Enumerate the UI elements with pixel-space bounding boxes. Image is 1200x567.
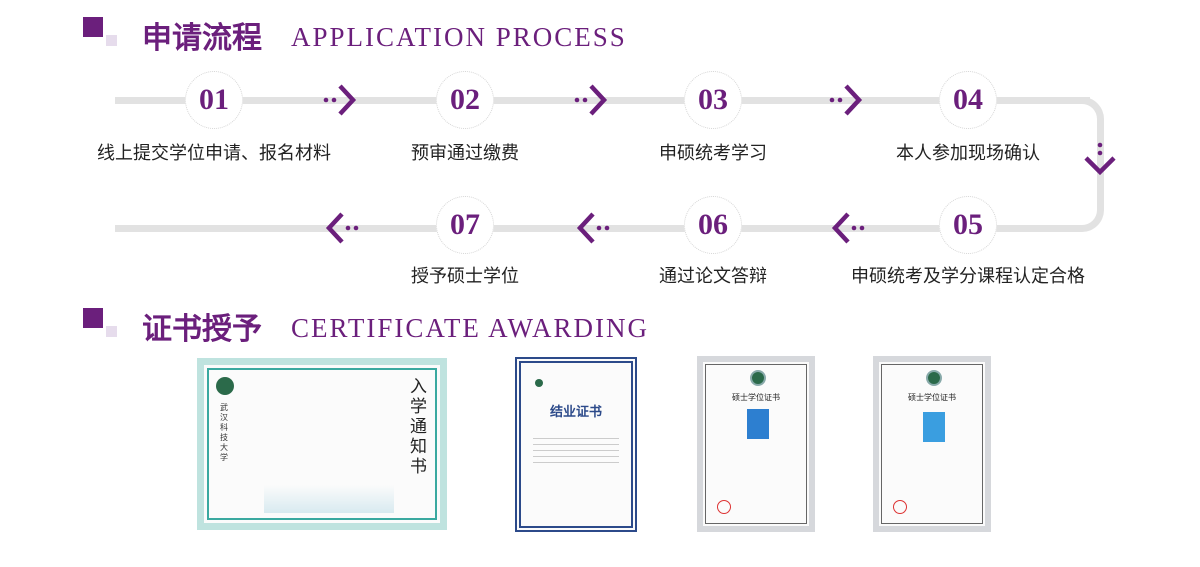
step-label-01: 线上提交学位申请、报名材料 (97, 143, 331, 164)
section-title-cn: 申请流程 (142, 21, 262, 56)
header-square-small-icon (106, 35, 117, 46)
section-title-en: CERTIFICATE AWARDING (291, 313, 649, 343)
arrow-right-icon (829, 84, 863, 116)
header-square-icon (83, 308, 103, 328)
header-square-icon (83, 17, 103, 37)
step-circle-03: 03 (684, 71, 742, 129)
arrow-right-icon (323, 84, 357, 116)
arrow-down-icon (1084, 142, 1116, 176)
step-circle-01: 01 (185, 71, 243, 129)
school-logo-icon (535, 379, 543, 387)
photo (923, 412, 945, 442)
step-label-05: 申硕统考及学分课程认定合格 (851, 266, 1085, 287)
seal-icon (717, 500, 731, 514)
certificate-title: 硕士学位证书 (908, 393, 956, 402)
arrow-left-icon (325, 212, 359, 244)
school-logo-icon (750, 370, 766, 386)
step-label-07: 授予硕士学位 (411, 266, 519, 287)
school-logo-icon (926, 370, 942, 386)
arrow-right-icon (574, 84, 608, 116)
section-title-en: APPLICATION PROCESS (291, 22, 627, 52)
flow-line-curve (1060, 97, 1104, 232)
certificate-masters-degree: 硕士学位证书 (873, 356, 991, 532)
certificate-masters-degree: 硕士学位证书 (697, 356, 815, 532)
arrow-left-icon (831, 212, 865, 244)
certificate-school: 武汉科技大学 (220, 403, 228, 462)
school-logo-icon (216, 377, 234, 395)
step-label-02: 预审通过缴费 (411, 143, 519, 164)
step-circle-05: 05 (939, 196, 997, 254)
step-circle-02: 02 (436, 71, 494, 129)
step-label-06: 通过论文答辩 (659, 266, 767, 287)
certificate-title: 结业证书 (549, 405, 602, 420)
certificate-title: 硕士学位证书 (732, 393, 780, 402)
seal-icon (893, 500, 907, 514)
header-square-small-icon (106, 326, 117, 337)
section-title-cn: 证书授予 (142, 312, 262, 347)
step-circle-06: 06 (684, 196, 742, 254)
certificate-text-lines (533, 433, 619, 463)
skyline-illustration (264, 485, 394, 513)
step-label-04: 本人参加现场确认 (896, 143, 1040, 164)
flow-line-bottom (115, 225, 1075, 232)
step-circle-04: 04 (939, 71, 997, 129)
step-circle-07: 07 (436, 196, 494, 254)
certificate-completion: 结业证书 (515, 357, 637, 532)
certificate-admission-notice: 入学通知书 武汉科技大学 (197, 358, 447, 530)
arrow-left-icon (576, 212, 610, 244)
photo (747, 409, 769, 439)
certificate-title: 入学通知书 (410, 377, 427, 477)
step-label-03: 申硕统考学习 (659, 143, 767, 164)
